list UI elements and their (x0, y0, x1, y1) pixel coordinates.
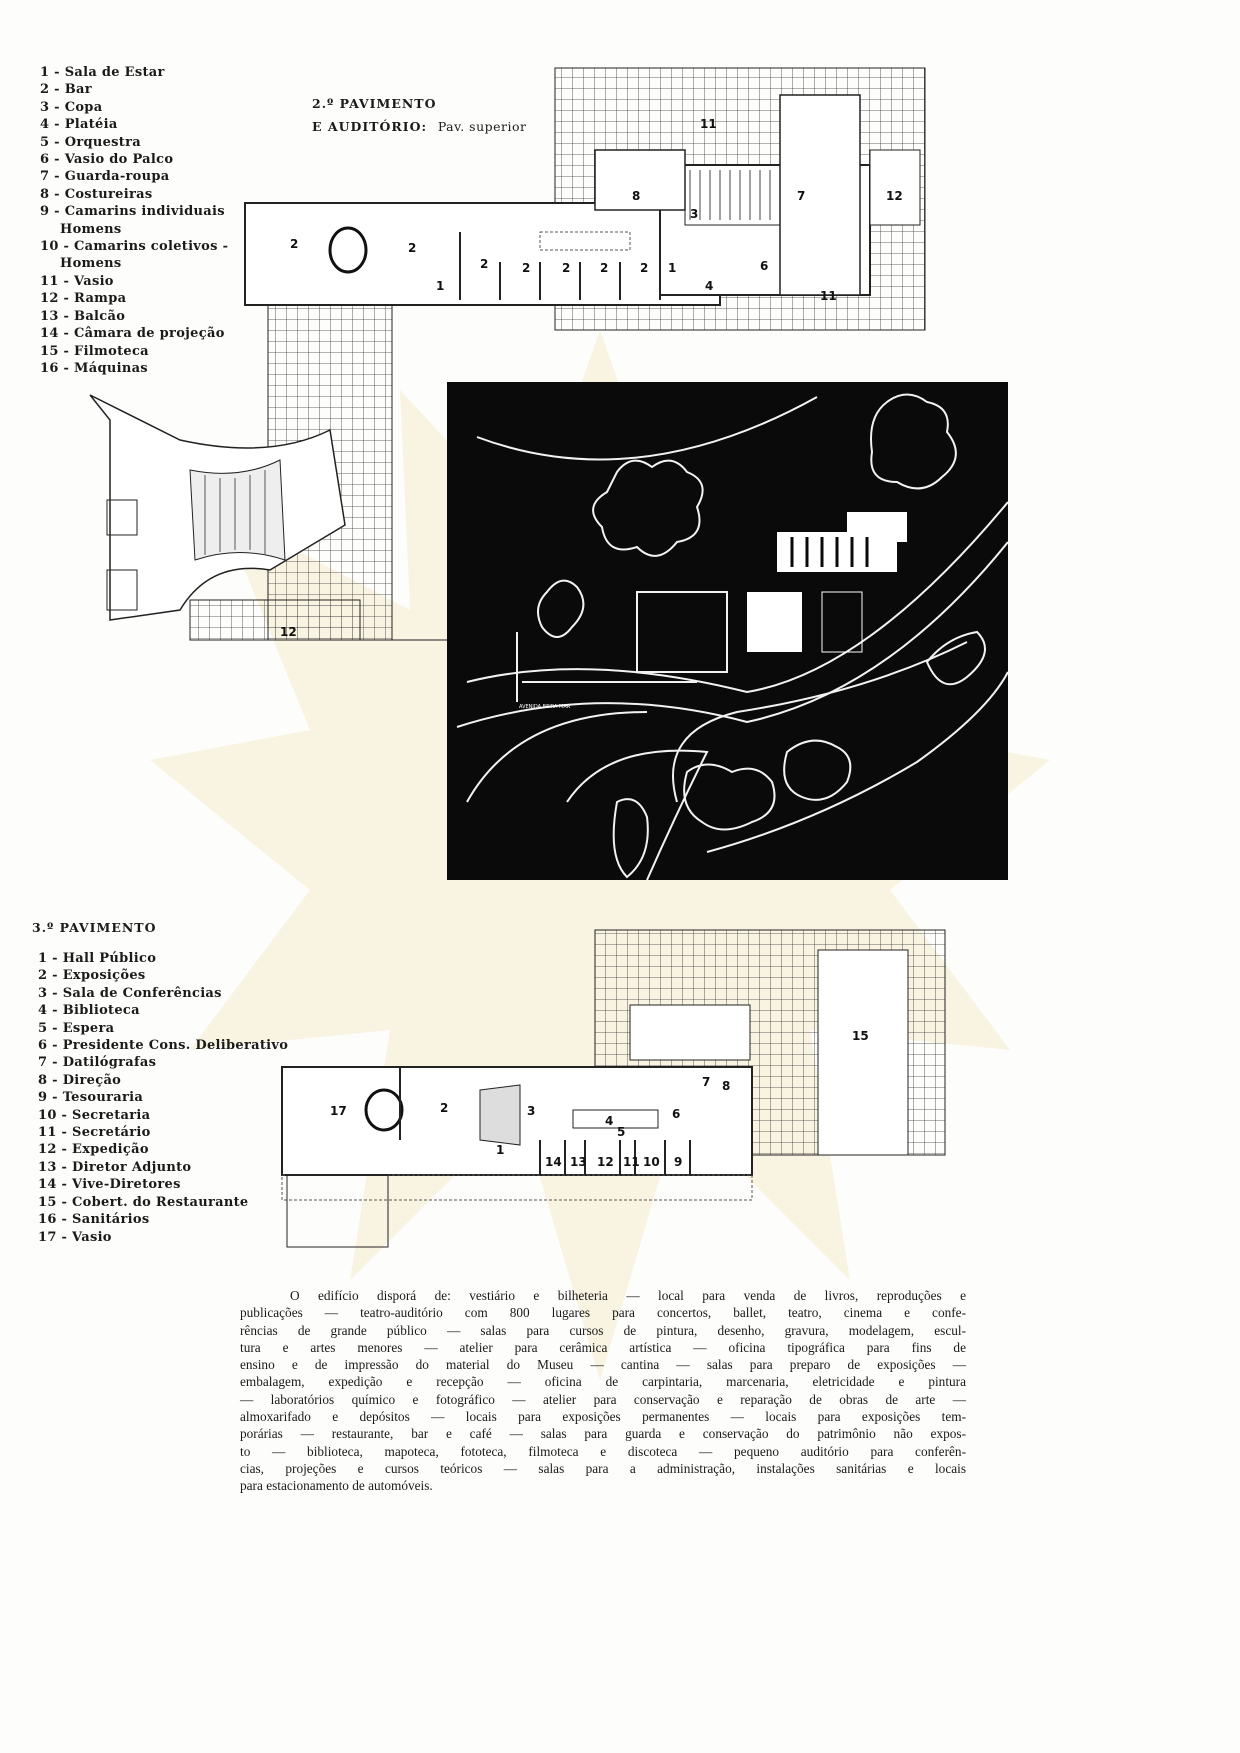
paragraph-line: — laboratórios químico e fotográfico — a… (240, 1391, 966, 1407)
room-number: 4 (705, 279, 713, 293)
legend-item: 9 - Camarins individuais (40, 204, 225, 220)
floor-plan-2: 2 2 1 2 2 2 2 2 1 3 4 6 7 8 12 12 11 11 (89, 67, 926, 641)
room-number: 15 (852, 1029, 869, 1043)
paragraph-line: cias, projeções e cursos teóricos — sala… (240, 1460, 966, 1476)
room-number: 12 (597, 1155, 614, 1169)
paragraph-line: tura e artes menores — atelier para cerâ… (240, 1339, 966, 1355)
plan-2-title: 2.º PAVIMENTO (312, 96, 437, 111)
room-number: 11 (700, 117, 717, 131)
legend-item: Homens (60, 221, 122, 237)
paragraph-line: to — biblioteca, mapoteca, fototeca, fil… (240, 1443, 966, 1459)
floor-plan-3: 17 2 1 3 4 5 6 7 8 14 13 12 11 10 9 15 (281, 929, 946, 1248)
legend-item: 14 - Vive-Diretores (38, 1177, 181, 1193)
legend-item: 2 - Exposições (38, 968, 146, 984)
room-number: 9 (674, 1155, 682, 1169)
room-number: 11 (820, 289, 837, 303)
room-number: 8 (632, 189, 640, 203)
legend-item: 11 - Secretário (38, 1125, 151, 1141)
legend-item: 11 - Vasio (40, 273, 114, 289)
legend-item: 10 - Camarins coletivos - (40, 239, 229, 255)
legend-item: 4 - Platéia (40, 117, 118, 133)
room-number: 5 (617, 1125, 625, 1139)
room-number: 2 (440, 1101, 448, 1115)
paragraph-line: rências de grande público — salas para c… (240, 1322, 966, 1338)
room-number: 2 (290, 237, 298, 251)
room-number: 4 (605, 1114, 613, 1128)
room-number: 12 (886, 189, 903, 203)
legend-item: 13 - Diretor Adjunto (38, 1159, 192, 1175)
legend-item: 14 - Câmara de projeção (40, 326, 225, 342)
legend-item: 15 - Cobert. do Restaurante (38, 1194, 249, 1210)
legend-item: 12 - Expedição (38, 1142, 149, 1158)
legend-item: 5 - Orquestra (40, 134, 141, 150)
legend-item: 5 - Espera (38, 1020, 115, 1036)
legend-item: 17 - Vasio (38, 1229, 112, 1245)
legend-item: 15 - Filmoteca (40, 343, 149, 359)
legend-item: 6 - Vasio do Palco (40, 152, 174, 168)
room-number: 7 (702, 1075, 710, 1089)
room-number: 1 (436, 279, 444, 293)
room-number: 12 (280, 625, 297, 639)
room-number: 1 (668, 261, 676, 275)
room-number: 7 (797, 189, 805, 203)
legend-item: Homens (60, 256, 122, 272)
legend-item: 9 - Tesouraria (38, 1090, 144, 1106)
legend-item: 8 - Costureiras (40, 186, 153, 202)
paragraph-line: almoxarifado e depósitos — locais para e… (240, 1409, 966, 1425)
room-number: 10 (643, 1155, 660, 1169)
room-number: 13 (570, 1155, 587, 1169)
legend-item: 4 - Biblioteca (38, 1003, 140, 1019)
room-number: 1 (496, 1143, 504, 1157)
room-number: 2 (522, 261, 530, 275)
subtitle-value: Pav. superior (437, 119, 527, 134)
room-number: 2 (480, 257, 488, 271)
plan-3-title: 3.º PAVIMENTO (32, 920, 157, 935)
legend-item: 1 - Hall Público (38, 951, 157, 966)
legend-item: 2 - Bar (40, 82, 92, 98)
description-paragraph: O edifício disporá de: vestiário e bilhe… (240, 1287, 966, 1495)
legend-item: 1 - Sala de Estar (40, 65, 165, 80)
room-number: 11 (623, 1155, 640, 1169)
legend-item: 3 - Copa (40, 99, 103, 115)
plan-2-subtitle: E AUDITÓRIO: Pav. superior (312, 119, 527, 134)
subtitle-label: E AUDITÓRIO: (312, 119, 428, 134)
site-plan: AVENIDA BEIRA MAR (447, 382, 1008, 880)
street-label: AVENIDA BEIRA MAR (519, 704, 571, 710)
room-number: 14 (545, 1155, 562, 1169)
room-number: 6 (672, 1107, 680, 1121)
paragraph-line: publicações — teatro-auditório com 800 l… (240, 1305, 966, 1321)
legend-item: 3 - Sala de Conferências (38, 985, 222, 1001)
legend-item: 7 - Datilógrafas (38, 1055, 157, 1071)
legend-item: 7 - Guarda-roupa (40, 169, 170, 185)
room-number: 2 (562, 261, 570, 275)
paragraph-line: O edifício disporá de: vestiário e bilhe… (290, 1288, 966, 1303)
room-number: 2 (600, 261, 608, 275)
legend-item: 16 - Máquinas (40, 360, 148, 376)
room-number: 8 (722, 1079, 730, 1093)
room-number: 3 (690, 207, 698, 221)
legend-item: 16 - Sanitários (38, 1212, 150, 1228)
paragraph-line: para estacionamento de automóveis. (240, 1478, 433, 1494)
room-number: 6 (760, 259, 768, 273)
legend-item: 8 - Direção (38, 1072, 122, 1088)
room-number: 2 (640, 261, 648, 275)
legend-item: 12 - Rampa (40, 291, 127, 307)
room-number: 3 (527, 1104, 535, 1118)
paragraph-line: porárias — restaurante, bar e café — sal… (240, 1426, 966, 1442)
room-number: 17 (330, 1104, 347, 1118)
room-number: 2 (408, 241, 416, 255)
legend-item: 6 - Presidente Cons. Deliberativo (38, 1038, 289, 1054)
legend-item: 13 - Balcão (40, 308, 126, 324)
paragraph-line: ensino e de impressão do material do Mus… (240, 1357, 966, 1373)
paragraph-line: embalagem, expedição e recepção — oficin… (240, 1374, 966, 1390)
legend-item: 10 - Secretaria (38, 1107, 151, 1123)
